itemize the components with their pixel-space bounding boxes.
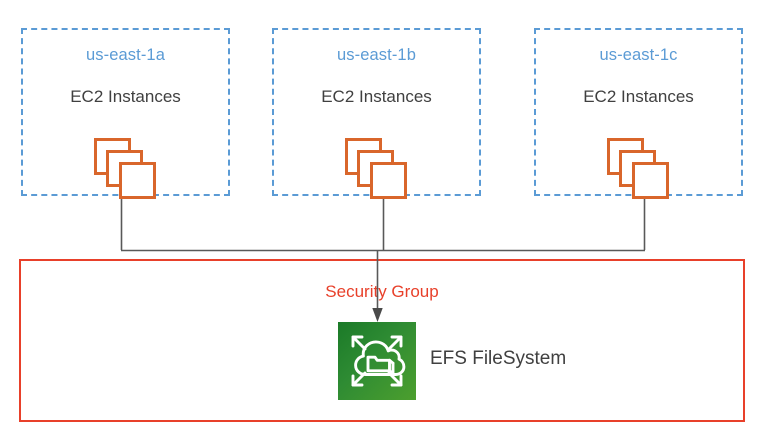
availability-zone-us-east-1c: us-east-1c EC2 Instances [534,28,743,199]
az-resource-label-us-east-1c: EC2 Instances [583,87,694,106]
az-title-us-east-1c: us-east-1c [599,46,678,64]
security-group-boundary: Security Group [19,259,745,422]
az-title-us-east-1b: us-east-1b [337,46,416,64]
security-group-label: Security Group [325,282,439,301]
availability-zone-us-east-1a: us-east-1a EC2 Instances [21,28,230,199]
ec2-square-front [369,162,407,199]
efs-filesystem-label: EFS FileSystem [430,348,567,369]
ec2-instances-icon [606,138,671,200]
az-title-us-east-1a: us-east-1a [86,46,165,64]
ec2-square-front [118,162,156,199]
ec2-instances-icon [93,138,158,200]
availability-zone-us-east-1b: us-east-1b EC2 Instances [272,28,481,199]
efs-filesystem-icon [338,322,416,400]
az-resource-label-us-east-1b: EC2 Instances [321,87,432,106]
az-resource-label-us-east-1a: EC2 Instances [70,87,181,106]
ec2-instances-icon [344,138,409,200]
ec2-square-front [631,162,669,199]
